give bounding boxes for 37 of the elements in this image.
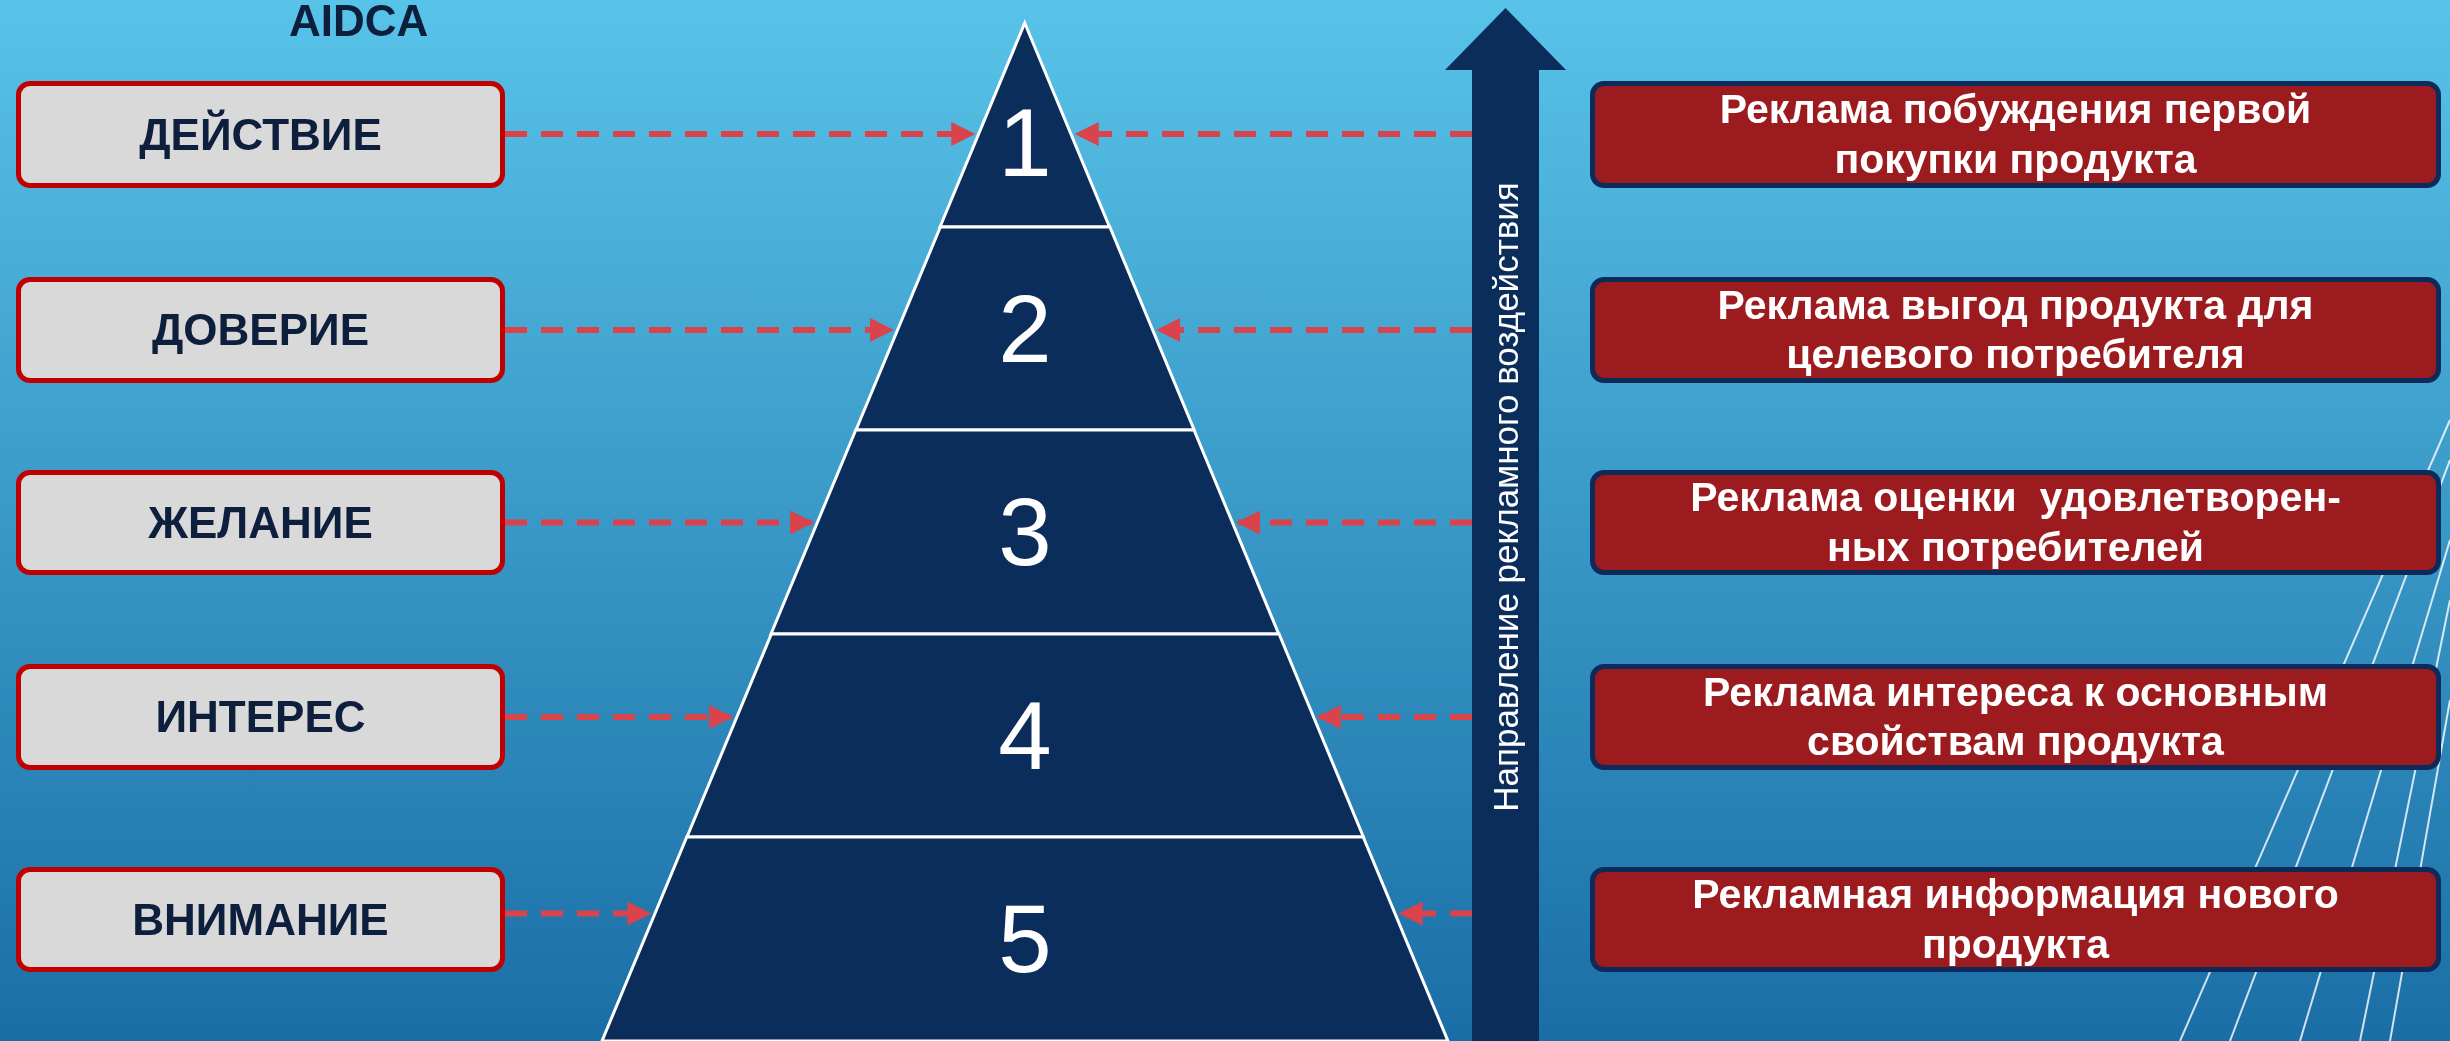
stage-box: [16, 664, 505, 770]
stage-box: [16, 277, 505, 383]
stage-box: [16, 470, 505, 575]
stage-label: ДЕЙСТВИЕ: [139, 109, 382, 160]
dashed-arrow: [1316, 705, 1472, 729]
advertising-box: [1590, 277, 2441, 383]
dashed-arrow: [1156, 318, 1472, 342]
advertising-box: [1590, 664, 2441, 770]
level-number: 1: [997, 95, 1053, 191]
dashed-arrow: [1074, 122, 1472, 146]
dashed-arrow: [1236, 510, 1472, 535]
level-number: 3: [997, 484, 1053, 580]
advertising-box: [1590, 867, 2441, 972]
level-number: 4: [997, 687, 1053, 784]
dashed-arrow: [505, 705, 734, 729]
advertising-label: Реклама выгод продукта для целевого потребителя: [1716, 280, 2315, 379]
dashed-arrow: [1398, 901, 1472, 926]
dashed-arrow: [505, 318, 894, 342]
advertising-label: Реклама оценки удовлетворен- ных потребителей: [1689, 473, 2342, 572]
advertising-box: [1590, 81, 2441, 188]
advertising-box: [1590, 470, 2441, 575]
diagram-title: AIDCA: [289, 0, 429, 46]
stage-label: ДОВЕРИЕ: [152, 305, 369, 355]
advertising-label: Реклама побуждения первой покупки продукта: [1718, 85, 2313, 184]
dashed-arrow: [505, 901, 652, 926]
direction-label: Направление рекламного воздействия: [1484, 181, 1526, 814]
advertising-label: Рекламная информация нового продукта: [1691, 870, 2340, 969]
advertising-label: Реклама интереса к основным свойствам продукта: [1702, 667, 2329, 766]
dashed-arrow: [505, 510, 814, 535]
stage-box: [16, 81, 505, 188]
stage-box: [16, 867, 505, 972]
stage-label: ИНТЕРЕС: [155, 692, 366, 742]
dashed-arrow: [505, 122, 976, 146]
stage-label: ВНИМАНИЕ: [132, 894, 389, 945]
level-number: 5: [997, 891, 1053, 987]
stage-label: ЖЕЛАНИЕ: [148, 497, 373, 548]
level-number: 2: [997, 280, 1053, 377]
